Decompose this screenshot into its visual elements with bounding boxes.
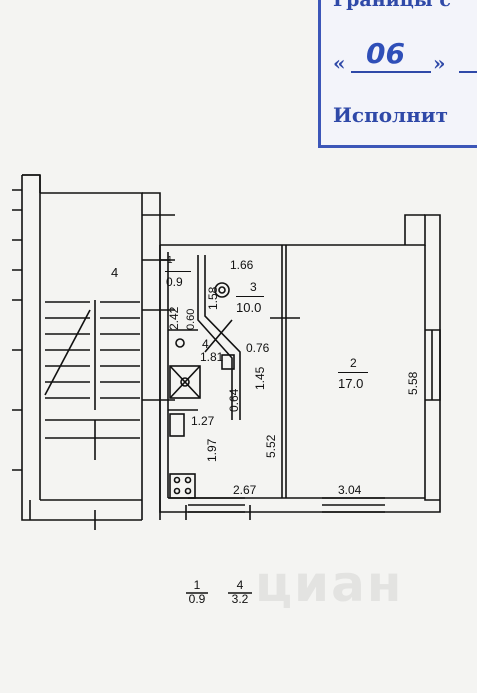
room-2-area: 17.0 [338, 376, 364, 391]
dim-1-97: 1.97 [205, 438, 219, 462]
dim-2-67: 2.67 [233, 483, 257, 497]
room-1-area: 0.9 [166, 275, 183, 289]
stamp-title: Границы с [333, 0, 451, 11]
stove [169, 473, 196, 499]
dim-0-76: 0.76 [246, 341, 270, 355]
stairwell-wall-right [40, 192, 143, 520]
legend-4-number: 4 [236, 578, 244, 592]
dim-2-42: 2.42 [167, 306, 181, 330]
legend-1-area: 0.9 [188, 591, 206, 606]
room-4-number: 4 [202, 337, 209, 351]
dim-1-81: 1.81 [200, 350, 224, 364]
dim-1-27: 1.27 [191, 414, 215, 428]
stamp-executor-label: Исполнит [333, 103, 449, 127]
window-bottom-left [188, 497, 245, 513]
legend-item-1: 1 0.9 [185, 578, 209, 607]
legend-1-number: 1 [193, 578, 201, 592]
room-3-number: 3 [250, 280, 257, 294]
room-3-area: 10.0 [236, 300, 262, 315]
stamp-quote-open: « [333, 51, 346, 75]
window-bottom-right [322, 497, 385, 513]
stamp-date-day: 06 [366, 37, 405, 70]
room-1-fraction-line [165, 271, 191, 272]
room-1-number: 1 [167, 255, 173, 266]
ventilation-shaft [169, 365, 201, 399]
dim-3-04: 3.04 [338, 483, 362, 497]
dim-1-45: 1.45 [253, 366, 267, 390]
stamp-line-right [459, 71, 477, 73]
stairwell-wall-left [21, 175, 142, 521]
dim-5-58: 5.58 [406, 371, 420, 395]
room-2-number: 2 [350, 356, 357, 370]
stair-label: 4 [111, 265, 119, 280]
dim-1-58: 1.58 [206, 286, 220, 310]
room-3-fraction-line [236, 296, 264, 297]
dim-0-60: 0.60 [185, 308, 197, 330]
dim-5-52: 5.52 [264, 434, 278, 458]
legend-item-4: 4 3.2 [227, 578, 253, 607]
dim-0-64: 0.64 [227, 388, 241, 412]
registry-stamp: Границы с « 06 » Исполнит [318, 0, 477, 148]
legend-4-area: 3.2 [231, 591, 249, 606]
stamp-date-underline [351, 71, 431, 73]
watermark: циан [255, 555, 404, 613]
dim-1-66: 1.66 [230, 258, 254, 272]
stamp-quote-close: » [433, 51, 446, 75]
room-2-fraction-line [338, 372, 368, 373]
